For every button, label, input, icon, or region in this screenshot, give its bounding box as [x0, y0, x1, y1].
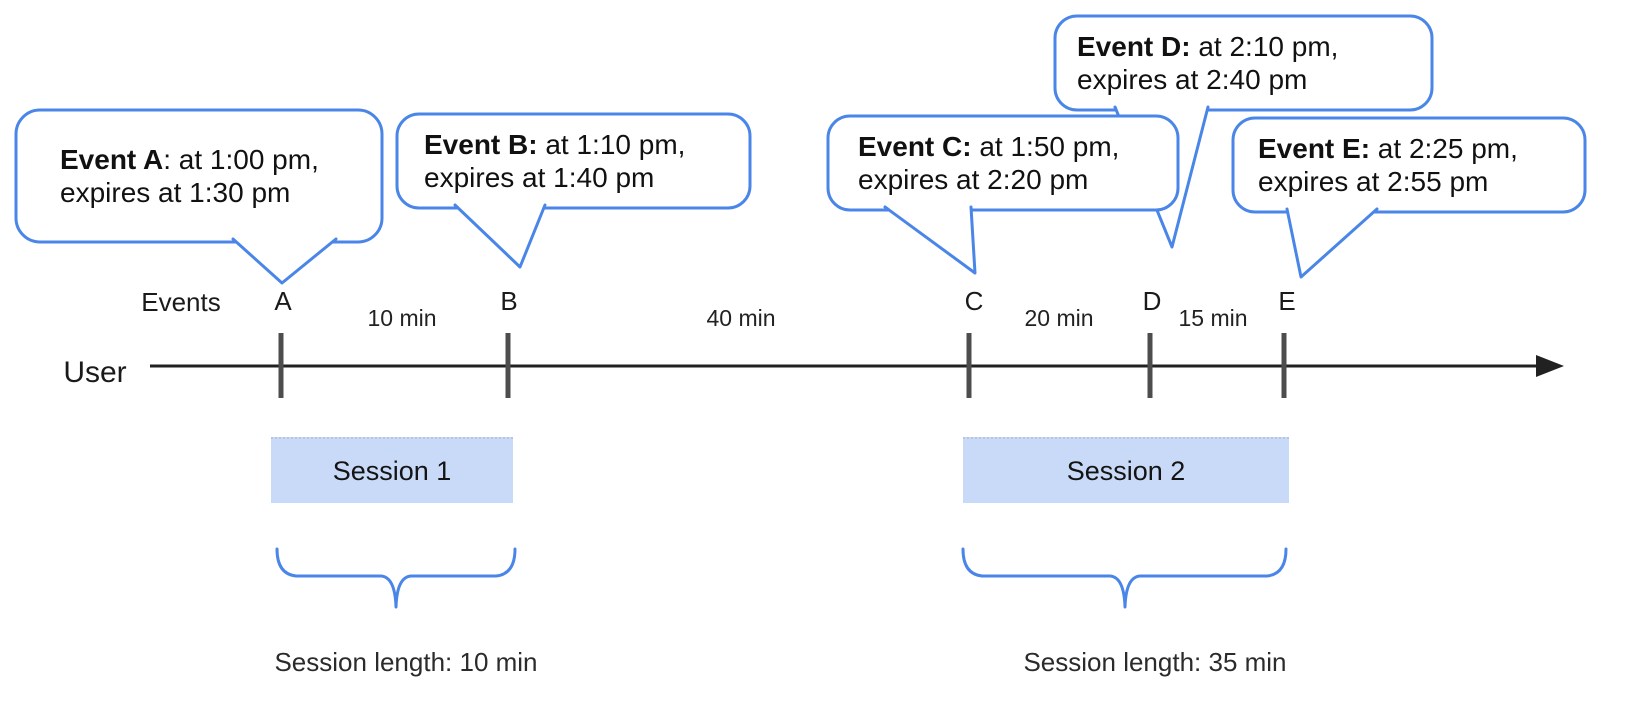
- session-1-label: Session 1: [332, 455, 452, 486]
- event-a-title: Event A: [60, 144, 164, 175]
- bubble-c-line1: Event C: at 1:50 pm,: [858, 130, 1178, 163]
- event-c-title: Event C:: [858, 131, 972, 162]
- bubble-a-tail: [231, 237, 338, 285]
- event-e-time: at 2:25 pm,: [1370, 133, 1518, 164]
- event-e-title: Event E:: [1258, 133, 1371, 164]
- bubble-c-shape: [826, 114, 1180, 212]
- bubble-b-tail: [453, 203, 547, 269]
- bubble-d-shape: [1053, 14, 1434, 112]
- session-2-label: Session 2: [1066, 455, 1186, 486]
- bubble-event-c: Event C: at 1:50 pm, expires at 2:20 pm: [828, 116, 1178, 210]
- bubble-event-d: Event D: at 2:10 pm, expires at 2:40 pm: [1055, 16, 1432, 110]
- tick-label-a: A: [274, 286, 292, 316]
- bubble-a-line1: Event A: at 1:00 pm,: [60, 143, 382, 176]
- bubble-e-shape: [1231, 116, 1587, 214]
- tick-label-c: C: [964, 286, 984, 316]
- bubble-b-shape: [395, 112, 752, 210]
- bubble-a-shape: [14, 108, 384, 244]
- event-c-time: at 1:50 pm,: [971, 131, 1120, 162]
- brace-session-1: [275, 547, 517, 609]
- tick-label-e: E: [1278, 286, 1296, 316]
- brace-session-2: [961, 547, 1288, 609]
- event-a-time: : at 1:00 pm,: [163, 144, 319, 175]
- event-d-title: Event D:: [1077, 31, 1191, 62]
- interval-label-b-c: 40 min: [706, 305, 776, 331]
- bubble-b-line1: Event B: at 1:10 pm,: [424, 128, 750, 161]
- bubble-event-e: Event E: at 2:25 pm, expires at 2:55 pm: [1233, 118, 1585, 212]
- event-d-expiry: expires at 2:40 pm: [1077, 64, 1308, 95]
- tick-label-b: B: [500, 286, 518, 316]
- bubble-event-a: Event A: at 1:00 pm, expires at 1:30 pm: [16, 110, 382, 242]
- user-label: User: [63, 356, 127, 389]
- session-2-box: Session 2: [963, 437, 1289, 503]
- tick-label-d: D: [1142, 286, 1162, 316]
- interval-label-a-b: 10 min: [367, 305, 437, 331]
- interval-label-d-e: 15 min: [1178, 305, 1248, 331]
- event-a-expiry: expires at 1:30 pm: [60, 177, 291, 208]
- event-c-expiry: expires at 2:20 pm: [858, 164, 1089, 195]
- bubble-d-line1: Event D: at 2:10 pm,: [1077, 30, 1432, 63]
- bubble-e-tail: [1285, 207, 1379, 279]
- events-label: Events: [141, 287, 221, 317]
- event-e-expiry: expires at 2:55 pm: [1258, 166, 1489, 197]
- session-2-length-label: Session length: 35 min: [1023, 647, 1287, 677]
- bubble-e-line1: Event E: at 2:25 pm,: [1258, 132, 1585, 165]
- event-b-title: Event B:: [424, 129, 538, 160]
- timeline-arrowhead-icon: [1536, 355, 1564, 377]
- event-b-expiry: expires at 1:40 pm: [424, 162, 655, 193]
- bubble-event-b: Event B: at 1:10 pm, expires at 1:40 pm: [397, 114, 750, 208]
- event-b-time: at 1:10 pm,: [537, 129, 686, 160]
- interval-label-c-d: 20 min: [1024, 305, 1094, 331]
- session-1-box: Session 1: [271, 437, 513, 503]
- bubble-c-tail: [883, 205, 977, 275]
- session-1-length-label: Session length: 10 min: [274, 647, 538, 677]
- event-d-time: at 2:10 pm,: [1190, 31, 1339, 62]
